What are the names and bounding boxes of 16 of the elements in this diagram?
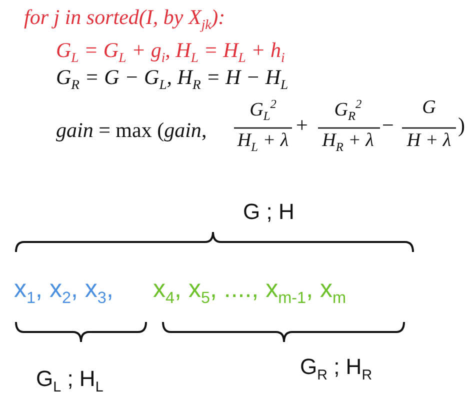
formula-text: gain = max (gain, [56,119,207,142]
pseudocode-line: for j in sorted(I, by X$_{jk}$): [24,6,226,32]
fraction-denominator: H$_{R}$ + λ [321,131,375,154]
formula-line: G$_{L}$ = G$_{L}$ + g$_{i}$, H$_{L}$ = H$_{L}$ + h$_{i}$ [56,39,285,66]
fraction-denominator: H$_{L}$ + λ [236,131,290,154]
brace-label: G$_{L}$ ; H$_{L}$ [36,367,104,396]
fraction-numerator: G [421,98,437,119]
sequence-text: x$_{4}$, x$_{5}$, ...., x$_{m-1}$, x$_{m}$ [153,276,346,308]
brace-label: G ; H [243,200,294,224]
sequence-text: x$_{1}$, x$_{2}$, x$_{3}$, [14,276,114,308]
brace-label: G$_{R}$ ; H$_{R}$ [300,355,372,384]
closing-parenthesis: ) [458,114,465,138]
fraction-denominator: H + λ [406,131,452,152]
formula-line: G$_{R}$ = G − G$_{L}$, H$_{R}$ = H − H$_{L}$ [56,66,288,92]
plus-sign: + [296,114,308,138]
minus-sign: − [382,114,394,138]
